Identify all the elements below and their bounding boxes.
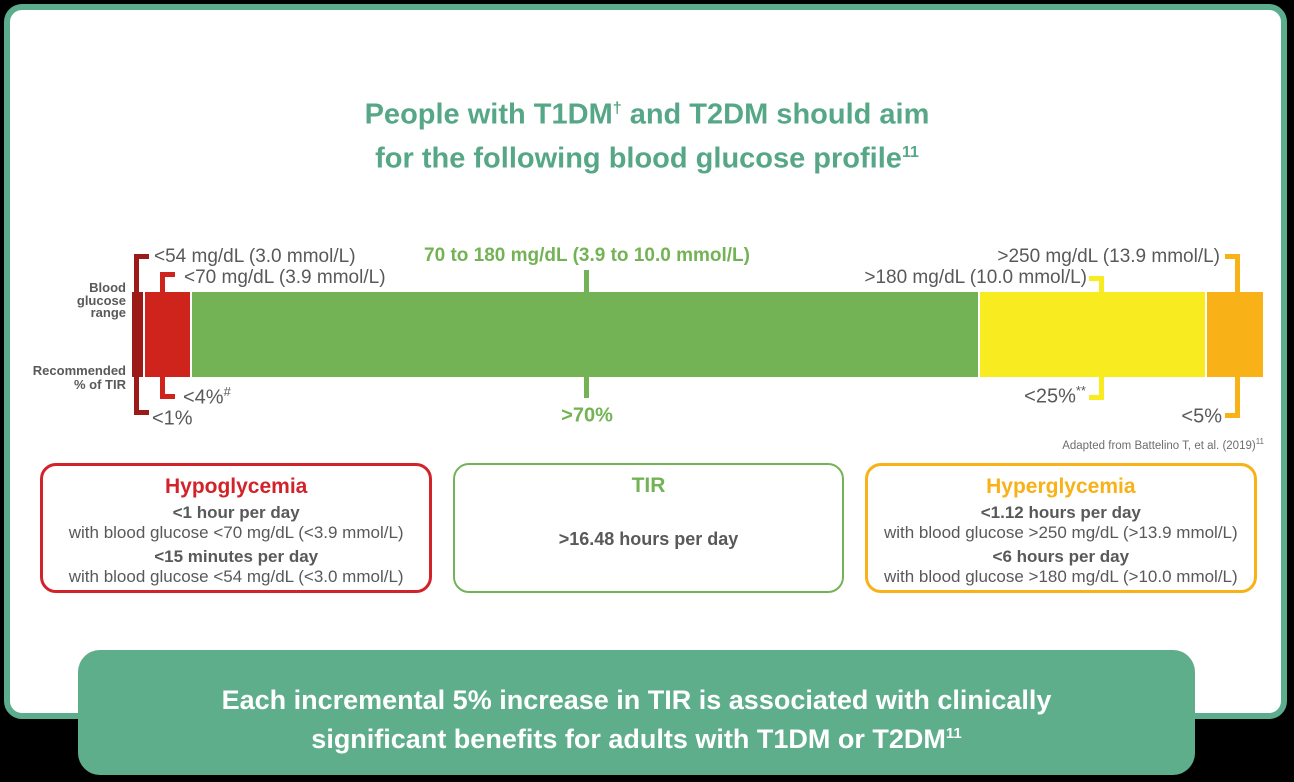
tir-pct-very-low: <1% [152,405,193,431]
hypoglycemia-duration: <1 hour per day [172,503,300,522]
axis-label-line: glucose [76,292,126,308]
tir-stacked-bar [132,292,1263,377]
range-label-in-range: 70 to 180 mg/dL (3.9 to 10.0 mmol/L) [424,245,750,266]
bracket-low-bottom [160,377,175,399]
bracket-very-high-bottom [1225,377,1240,418]
page-title-line1: People with T1DM† and T2DM should aim [0,90,1294,134]
title-text: and T2DM should aim [621,98,930,131]
banner-line2: significant benefits for adults with T1D… [78,717,1195,756]
range-label-very-high: >250 mg/dL (13.9 mmol/L) [997,246,1220,267]
tir-pct-in-range: >70% [387,402,787,428]
attribution-text: Adapted from Battelino T, et al. (2019) [1062,439,1256,452]
axis-label-blood-glucose-range: Blood glucose range [26,280,126,320]
tir-pct-high: <25%** [1024,383,1086,409]
hypoglycemia-row: <1 hour per day with blood glucose <70 m… [43,503,429,543]
tir-box: TIR >16.48 hours per day [453,463,844,593]
tir-pct-very-high: <5% [1181,403,1222,429]
bracket-high-bottom [1089,377,1104,400]
hyperglycemia-condition: with blood glucose >250 mg/dL (>13.9 mmo… [883,523,1238,542]
source-attribution: Adapted from Battelino T, et al. (2019)1… [1062,437,1264,452]
bracket-very-low-bottom [134,377,149,415]
hypoglycemia-condition: with blood glucose <54 mg/dL (<3.0 mmol/… [68,567,404,586]
bar-segment-in-range [192,292,979,377]
tir-pct-text: <5% [1181,405,1222,428]
tir-pct-text: <1% [152,407,193,430]
axis-label-line: range [90,305,126,320]
hyperglycemia-box: Hyperglycemia <1.12 hours per day with b… [864,463,1257,593]
tir-pct-text: >70% [561,404,613,427]
bar-segment-high [980,292,1205,377]
tick-in-range-top [584,270,589,292]
hypoglycemia-box-title: Hypoglycemia [164,475,308,498]
hyperglycemia-condition: with blood glucose >180 mg/dL (>10.0 mmo… [883,567,1238,586]
hyperglycemia-row: <1.12 hours per day with blood glucose >… [868,503,1254,543]
hyperglycemia-duration: <1.12 hours per day [980,503,1141,522]
summary-boxes: Hypoglycemia <1 hour per day with blood … [40,463,1257,593]
range-label-low: <70 mg/dL (3.9 mmol/L) [184,267,386,288]
footnote-marker: ** [1075,383,1086,398]
hypoglycemia-duration: <15 minutes per day [154,547,319,566]
reference-marker: 11 [1255,437,1264,446]
footnote-marker: # [223,384,231,399]
hyperglycemia-row: <6 hours per day with blood glucose >180… [868,547,1254,587]
bracket-high-top [1089,276,1104,292]
hypoglycemia-box: Hypoglycemia <1 hour per day with blood … [40,463,433,593]
bar-segment-very-high [1206,292,1263,377]
bar-segment-very-low [132,292,144,377]
bracket-very-high-top [1225,254,1240,292]
bar-segment-low [145,292,191,377]
axis-label-line: Recommended [32,363,126,378]
tir-duration: >16.48 hours per day [558,529,739,549]
reference-marker: 11 [901,143,919,161]
key-message-banner: Each incremental 5% increase in TIR is a… [78,650,1195,775]
dagger-footnote-marker: † [612,100,622,117]
tir-pct-low: <4%# [183,384,231,410]
tir-pct-text: <25% [1024,385,1076,408]
bracket-low-top [160,272,175,292]
bracket-very-low-top [134,254,149,292]
title-text: for the following blood glucose profile [375,142,902,175]
title-text: People with T1DM [364,98,613,131]
hyperglycemia-duration: <6 hours per day [992,547,1130,566]
reference-marker: 11 [945,725,962,742]
axis-label-line: % of TIR [74,377,126,392]
tir-box-title: TIR [631,474,666,497]
range-label-very-low: <54 mg/dL (3.0 mmol/L) [154,246,356,267]
tick-in-range-bottom [584,377,589,398]
page-title-line2: for the following blood glucose profile1… [0,134,1294,178]
hyperglycemia-box-title: Hyperglycemia [986,475,1136,498]
hypoglycemia-row: <15 minutes per day with blood glucose <… [43,547,429,587]
banner-text: significant benefits for adults with T1D… [311,724,946,754]
tir-pct-text: <4% [183,386,224,409]
hypoglycemia-condition: with blood glucose <70 mg/dL (<3.9 mmol/… [68,523,404,542]
page-title: People with T1DM† and T2DM should aim fo… [0,90,1294,177]
banner-line1: Each incremental 5% increase in TIR is a… [221,685,1052,715]
range-label-high: >180 mg/dL (10.0 mmol/L) [864,267,1087,288]
axis-label-recommended-tir: Recommended % of TIR [26,364,126,392]
axis-label-line: Blood [89,280,126,295]
